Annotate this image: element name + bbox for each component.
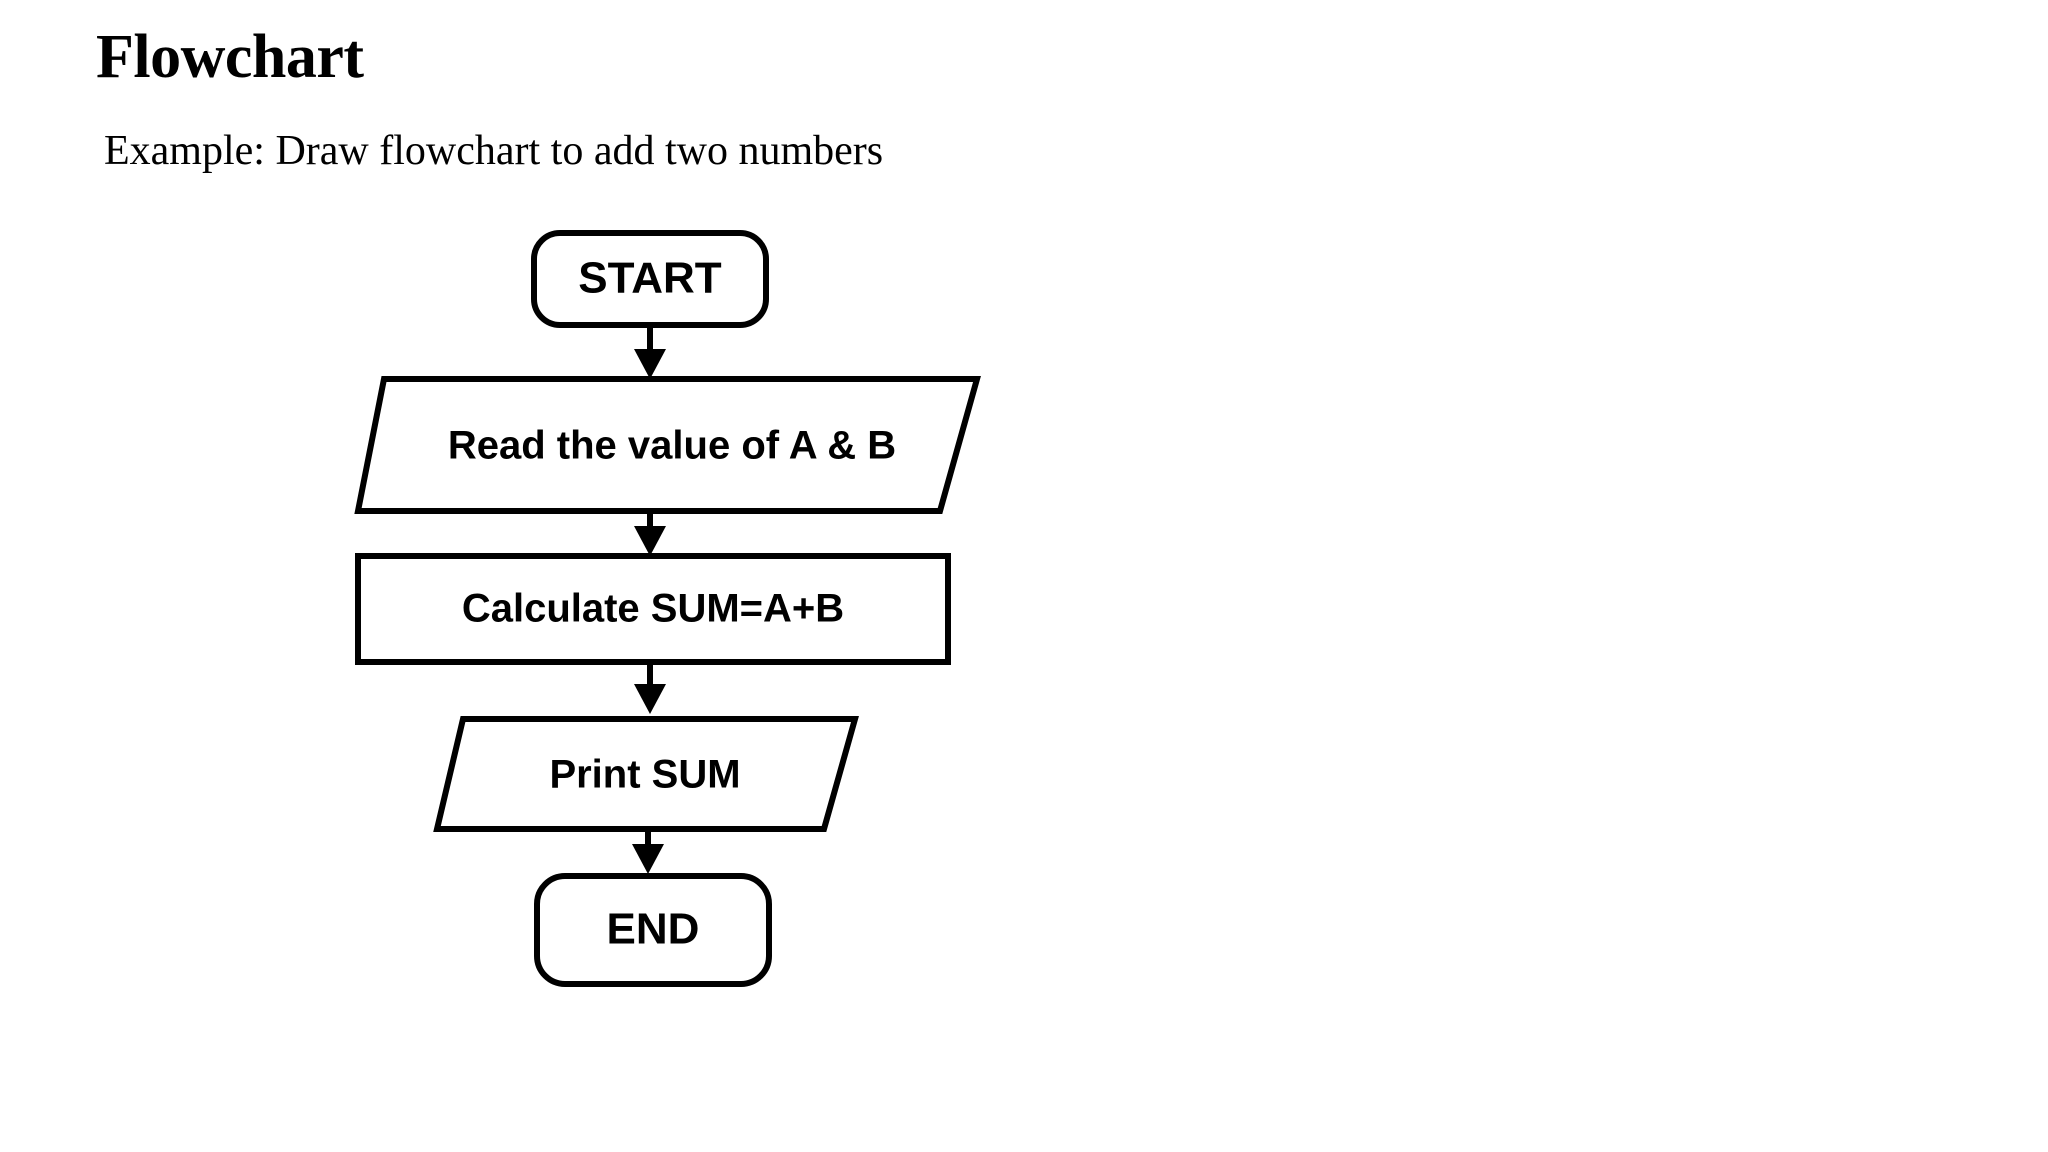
page-subtitle: Example: Draw flowchart to add two numbe… — [104, 128, 884, 174]
flow-node-start[interactable]: START — [531, 230, 769, 328]
arrowhead-start-to-read — [634, 349, 666, 379]
read-input-parallelogram-shape — [354, 376, 981, 514]
start-label: START — [578, 254, 722, 303]
connector-start-to-read — [634, 325, 666, 379]
page-title: Flowchart — [96, 23, 364, 91]
flow-node-print-sum[interactable]: Print SUM — [433, 716, 859, 832]
flow-node-calculate-sum[interactable]: Calculate SUM=A+B — [355, 553, 951, 665]
end-label: END — [607, 905, 700, 954]
arrowhead-print-to-end — [632, 844, 664, 874]
flow-node-read-input[interactable]: Read the value of A & B — [354, 376, 981, 514]
connector-calculate-to-print — [634, 662, 666, 714]
print-sum-parallelogram-shape — [433, 716, 859, 832]
arrowhead-read-to-calculate — [634, 526, 666, 556]
read-input-label: Read the value of A & B — [448, 424, 896, 468]
calculate-sum-rect-shape — [355, 553, 951, 665]
flow-node-end[interactable]: END — [534, 873, 772, 987]
connector-print-to-end — [632, 829, 664, 874]
calculate-sum-label: Calculate SUM=A+B — [462, 587, 844, 631]
connector-read-to-calculate — [634, 511, 666, 556]
end-terminator-shape — [534, 873, 772, 987]
arrowhead-calculate-to-print — [634, 684, 666, 714]
print-sum-label: Print SUM — [549, 753, 740, 797]
